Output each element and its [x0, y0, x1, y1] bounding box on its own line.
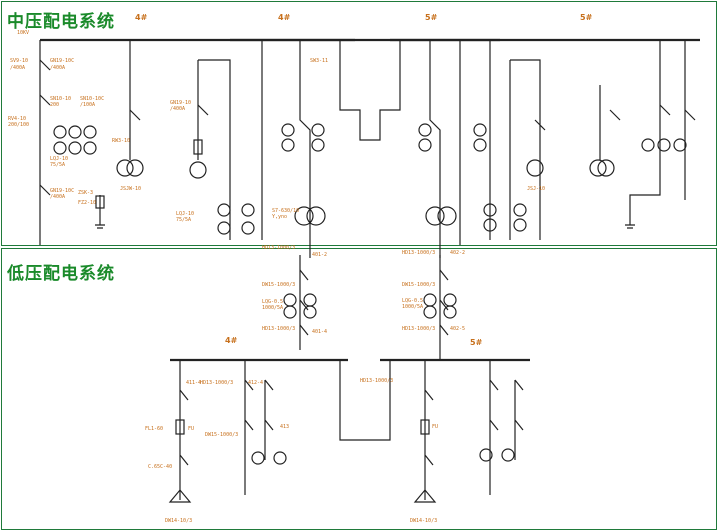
lv-label: LQG-0.5 — [262, 299, 283, 305]
mv-bus-label-1: 4# — [135, 13, 148, 22]
mv-label: ZSK-3 — [78, 190, 93, 196]
mv-label: RW3-10 — [112, 138, 130, 144]
mv-label: /400A — [170, 106, 185, 112]
lv-label: 413 — [280, 424, 289, 430]
low-voltage-panel — [1, 248, 717, 530]
mv-label: Y,yno — [272, 214, 287, 220]
mv-label: 200 — [50, 102, 59, 108]
mv-label: S7-630/10 — [272, 208, 299, 214]
mv-bus-label-2: 4# — [278, 13, 291, 22]
lv-label: DW15-1000/3 — [262, 282, 295, 288]
low-voltage-title: 低压配电系统 — [7, 264, 115, 284]
lv-bus-tie — [339, 360, 391, 441]
lv-label: FU — [188, 426, 194, 432]
mv-label: LQJ-10 — [50, 156, 68, 162]
mv-label: /400A — [50, 65, 65, 71]
mv-label: /400A — [50, 194, 65, 200]
mv-label: /400A — [10, 65, 25, 71]
lv-label: 401-2 — [312, 252, 327, 258]
mv-label: /100A — [80, 102, 95, 108]
mv-label: FZ2-10 — [78, 200, 96, 206]
mv-voltage-label: 10KV — [17, 30, 29, 36]
lv-label: 411-4 — [186, 380, 201, 386]
lv-label: C.65C-40 — [148, 464, 172, 470]
mv-label: 75/5A — [176, 217, 191, 223]
mv-label: 75/5A — [50, 162, 65, 168]
lv-label: 1000/5A — [262, 305, 283, 311]
mv-label: JSJ-10 — [527, 186, 545, 192]
mv-label: JSJW-10 — [120, 186, 141, 192]
lv-label: DW14-10/3 — [165, 518, 192, 524]
medium-voltage-panel — [1, 1, 717, 246]
mv-label: GN19-10C — [50, 188, 74, 194]
medium-voltage-title: 中压配电系统 — [7, 12, 115, 32]
mv-feeder-7 — [625, 40, 696, 229]
mv-label: GN19-10 — [170, 100, 191, 106]
mv-label: RV4-10 — [8, 116, 26, 122]
mv-label: 200/100 — [8, 122, 29, 128]
lv-label: HD13-1000/3 — [402, 250, 435, 256]
lv-feeders-5 — [413, 360, 524, 503]
mv-feeder-5 — [418, 40, 527, 245]
mv-bus-label-4: 5# — [580, 13, 593, 22]
lv-label: FU — [432, 424, 438, 430]
lv-label: 401-4 — [312, 329, 327, 335]
mv-label: SN10-10C — [80, 96, 104, 102]
lv-label: HD13-1000/3 — [360, 378, 393, 384]
lv-label: DW14-10/3 — [410, 518, 437, 524]
mv-label: SW3-11 — [310, 58, 328, 64]
lv-label: FL1-60 — [145, 426, 163, 432]
lv-label: 402-5 — [450, 326, 465, 332]
lv-feeders-4 — [168, 360, 287, 503]
mv-label: LQJ-10 — [176, 211, 194, 217]
lv-label: HD13-1000/3 — [200, 380, 233, 386]
lv-label: DW15-1000/3 — [402, 282, 435, 288]
lv-label: DW15-1000/3 — [205, 432, 238, 438]
lv-incomer-5 — [423, 255, 457, 360]
lv-label: HD13-1000/3 — [262, 326, 295, 332]
lv-label: HD13-1000/3 — [262, 245, 295, 251]
mv-feeder-3 — [189, 59, 255, 240]
lv-label: 1000/5A — [402, 304, 423, 310]
lv-label: HD13-1000/3 — [402, 326, 435, 332]
mv-bus-label-3: 5# — [425, 13, 438, 22]
mv-feeder-4 — [261, 40, 401, 240]
mv-feeder-1 — [39, 40, 105, 245]
lv-label: 402-2 — [450, 250, 465, 256]
lv-incomer-4 — [283, 255, 317, 350]
mv-label: SN10-10 — [50, 96, 71, 102]
lv-bus-label-5: 5# — [470, 338, 483, 347]
mv-label: SV9-10 — [10, 58, 28, 64]
lv-bus-label-4: 4# — [225, 336, 238, 345]
lv-label: 412-4 — [248, 380, 263, 386]
mv-label: GN19-10C — [50, 58, 74, 64]
lv-label: LQG-0.5 — [402, 298, 423, 304]
mv-feeder-6 — [509, 59, 621, 240]
mv-feeder-2 — [116, 40, 144, 177]
